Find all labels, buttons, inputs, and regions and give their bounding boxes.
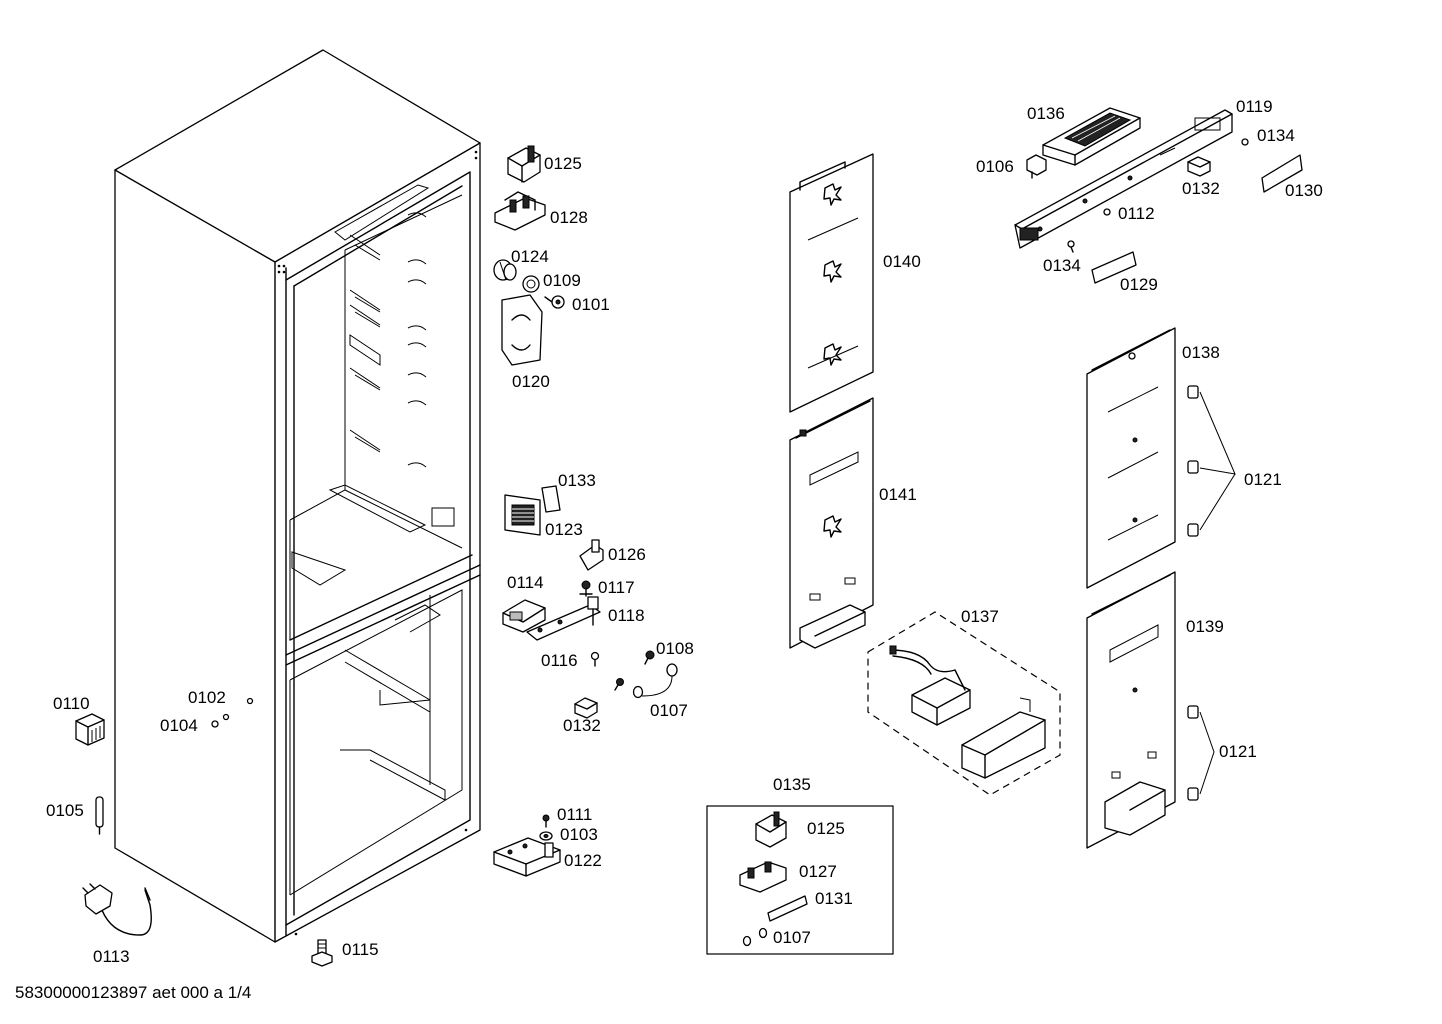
part-0112-icon bbox=[1103, 208, 1111, 216]
label-0105: 0105 bbox=[46, 801, 84, 820]
part-0110-icon bbox=[75, 713, 105, 746]
part-0111-icon bbox=[542, 814, 550, 828]
label-0125: 0125 bbox=[544, 154, 582, 173]
part-0120-icon bbox=[501, 294, 543, 366]
label-0103: 0103 bbox=[560, 825, 598, 844]
part-0103-washer-icon bbox=[539, 831, 553, 841]
label-0134: 0134 bbox=[1043, 256, 1081, 275]
part-0113-power-cord-icon bbox=[82, 883, 152, 936]
part-0128-hinge-icon bbox=[494, 191, 546, 231]
label-0107: 0107 bbox=[773, 928, 811, 947]
label-0140: 0140 bbox=[883, 252, 921, 271]
part-0117-screw-icon bbox=[579, 580, 593, 597]
label-0127: 0127 bbox=[799, 862, 837, 881]
part-0121-stud-icon bbox=[1187, 385, 1236, 801]
label-0130: 0130 bbox=[1285, 181, 1323, 200]
part-0125b-hinge-icon bbox=[755, 811, 787, 848]
label-0114: 0114 bbox=[507, 573, 544, 592]
label-0126: 0126 bbox=[608, 545, 646, 564]
part-0122-bottom-hinge-icon bbox=[493, 837, 561, 877]
label-0117: 0117 bbox=[598, 578, 635, 597]
label-0101: 0101 bbox=[572, 295, 610, 314]
part-0125-hinge-icon bbox=[507, 145, 541, 183]
label-0128: 0128 bbox=[550, 208, 588, 227]
part-0126-icon bbox=[579, 539, 604, 571]
part-0124-icon bbox=[493, 259, 517, 281]
part-0116-icon bbox=[590, 651, 600, 667]
label-0125: 0125 bbox=[807, 819, 845, 838]
part-0127-hinge-icon bbox=[739, 861, 787, 893]
label-0129: 0129 bbox=[1120, 275, 1158, 294]
part-0136-icon bbox=[1042, 107, 1141, 166]
part-0132-icon bbox=[574, 697, 598, 719]
part-0115-foot-icon bbox=[311, 939, 333, 967]
part-0108-icon bbox=[644, 650, 655, 665]
document-id: 58300000123897 aet 000 a 1/4 bbox=[15, 983, 251, 1002]
part-0107b-icon bbox=[742, 927, 768, 947]
label-0120: 0120 bbox=[512, 372, 550, 391]
part-0106-icon bbox=[1026, 154, 1047, 179]
group-0137-box bbox=[867, 611, 1061, 796]
label-0135: 0135 bbox=[773, 775, 811, 794]
label-0131: 0131 bbox=[815, 889, 853, 908]
label-0139: 0139 bbox=[1186, 617, 1224, 636]
part-0105-icon bbox=[95, 796, 104, 835]
label-0119: 0119 bbox=[1236, 97, 1273, 116]
part-0118-hinge-pin-icon bbox=[526, 596, 601, 641]
label-0107: 0107 bbox=[650, 701, 688, 720]
label-0123: 0123 bbox=[545, 520, 583, 539]
part-0129-icon bbox=[1091, 251, 1137, 284]
part-0140-door-liner-icon bbox=[789, 153, 874, 413]
part-0139-door-icon bbox=[1086, 571, 1176, 849]
label-0133: 0133 bbox=[558, 471, 596, 490]
label-0106: 0106 bbox=[976, 157, 1014, 176]
part-0104-icon bbox=[211, 713, 230, 728]
part-0123-grille-icon bbox=[504, 494, 541, 536]
label-0134: 0134 bbox=[1257, 126, 1295, 145]
label-0112: 0112 bbox=[1118, 204, 1155, 223]
part-0130-icon bbox=[1261, 154, 1303, 193]
part-0133-icon bbox=[541, 485, 561, 513]
part-0132b-icon bbox=[1187, 156, 1211, 177]
label-0108: 0108 bbox=[656, 639, 694, 658]
label-0113: 0113 bbox=[93, 947, 130, 966]
part-0102-icon bbox=[246, 697, 254, 705]
label-0109: 0109 bbox=[543, 271, 581, 290]
label-0111: 0111 bbox=[557, 805, 592, 824]
part-0141-door-liner-icon bbox=[789, 397, 874, 649]
label-0122: 0122 bbox=[564, 851, 602, 870]
fridge-cabinet bbox=[114, 49, 481, 943]
label-0102: 0102 bbox=[188, 688, 226, 707]
label-0118: 0118 bbox=[608, 606, 645, 625]
label-0132: 0132 bbox=[563, 716, 601, 735]
label-0110: 0110 bbox=[53, 694, 90, 713]
part-labels: 0125 0128 0124 0109 0101 0120 0140 0141 … bbox=[46, 97, 1323, 966]
group-0135-box bbox=[706, 805, 894, 955]
label-0138: 0138 bbox=[1182, 343, 1220, 362]
label-0115: 0115 bbox=[342, 940, 379, 959]
label-0104: 0104 bbox=[160, 716, 198, 735]
label-0116: 0116 bbox=[541, 651, 578, 670]
part-0131-icon bbox=[767, 895, 808, 922]
part-0107-icon bbox=[614, 663, 678, 699]
label-0137: 0137 bbox=[961, 607, 999, 626]
part-0137-module-icon bbox=[889, 645, 971, 726]
part-0138-door-icon bbox=[1086, 327, 1176, 589]
label-0121: 0121 bbox=[1219, 742, 1257, 761]
part-0114-icon bbox=[502, 599, 546, 633]
label-0141: 0141 bbox=[879, 485, 917, 504]
label-0121: 0121 bbox=[1244, 470, 1282, 489]
part-0109-icon bbox=[522, 275, 540, 293]
part-0137-cover-icon bbox=[961, 697, 1046, 779]
label-0132: 0132 bbox=[1182, 179, 1220, 198]
label-0124: 0124 bbox=[511, 247, 549, 266]
part-0134-icon bbox=[1067, 138, 1249, 253]
part-0101-icon bbox=[544, 295, 565, 309]
label-0136: 0136 bbox=[1027, 104, 1065, 123]
part-0119-control-panel-icon bbox=[1014, 109, 1233, 249]
